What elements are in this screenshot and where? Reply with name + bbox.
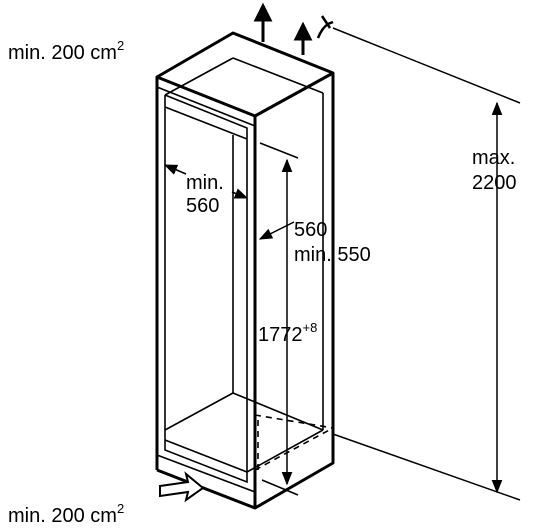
bottom-vent-label: min. 200 cm2 — [8, 502, 124, 527]
max-height-line2: 2200 — [472, 172, 517, 194]
width-label: min. 560 — [186, 172, 246, 217]
bottom-inlet-arrow — [159, 471, 205, 503]
width-line1: min. — [186, 172, 224, 194]
cabinet-niche — [155, 31, 335, 510]
dimension-max-height — [332, 27, 521, 501]
height-label: 1772+8 — [258, 321, 317, 346]
top-right-air-symbol — [316, 15, 334, 39]
height-text: 1772 — [258, 324, 303, 346]
top-vent-text: min. 200 cm — [8, 42, 117, 64]
dimension-depth — [258, 221, 295, 240]
height-sup: +8 — [302, 320, 318, 335]
top-vent-sup: 2 — [116, 38, 125, 53]
dimension-niche-height — [259, 142, 299, 496]
depth-line1: 560 — [294, 219, 328, 241]
bottom-vent-text: min. 200 cm — [8, 505, 117, 527]
top-vent-arrows — [253, 2, 313, 55]
depth-line2: min. 550 — [294, 244, 371, 266]
max-height-label: max. 2200 — [472, 147, 517, 194]
bottom-recess-dashed — [254, 414, 334, 471]
top-vent-label: min. 200 cm2 — [8, 39, 124, 64]
niche-inner-lines — [156, 57, 324, 493]
bottom-vent-sup: 2 — [116, 501, 125, 516]
width-line2: 560 — [186, 195, 220, 217]
max-height-line1: max. — [472, 147, 516, 169]
depth-label: 560 min. 550 — [294, 219, 371, 266]
dimension-width — [163, 164, 249, 199]
